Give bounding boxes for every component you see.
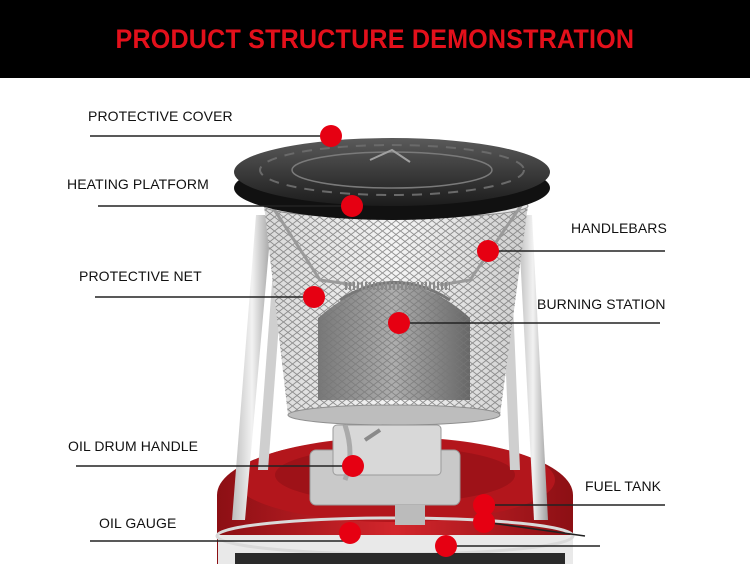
- leader-lines: [76, 135, 665, 547]
- marker-protective-cover: [320, 125, 342, 147]
- label-oil-gauge: OIL GAUGE: [99, 515, 177, 531]
- marker-fuel-tank-2: [473, 511, 495, 533]
- label-heating-platform: HEATING PLATFORM: [67, 176, 209, 192]
- marker-oil-gauge: [339, 522, 361, 544]
- label-protective-net: PROTECTIVE NET: [79, 268, 202, 284]
- label-fuel-tank: FUEL TANK: [585, 478, 662, 494]
- product-diagram: [0, 78, 750, 564]
- marker-handlebars: [477, 240, 499, 262]
- marker-burning-station: [388, 312, 410, 334]
- protective-cover-lid: [234, 138, 550, 220]
- handle-bar: [266, 199, 527, 290]
- label-burning-station: BURNING STATION: [537, 296, 666, 312]
- marker-heating-platform: [341, 195, 363, 217]
- header-banner: PRODUCT STRUCTURE DEMONSTRATION: [0, 0, 750, 78]
- page-title: PRODUCT STRUCTURE DEMONSTRATION: [115, 23, 635, 54]
- markers: [303, 125, 499, 557]
- marker-oil-gauge-2: [435, 535, 457, 557]
- marker-oil-drum-handle: [342, 455, 364, 477]
- label-oil-drum-handle: OIL DRUM HANDLE: [68, 438, 199, 454]
- label-handlebars: HANDLEBARS: [571, 220, 667, 236]
- burner-chimney: [318, 281, 470, 400]
- heater-illustration: [76, 125, 665, 564]
- marker-protective-net: [303, 286, 325, 308]
- leader-fuel-tank-2: [483, 521, 586, 537]
- marker-fuel-tank: [473, 494, 495, 516]
- label-protective-cover: PROTECTIVE COVER: [88, 108, 233, 124]
